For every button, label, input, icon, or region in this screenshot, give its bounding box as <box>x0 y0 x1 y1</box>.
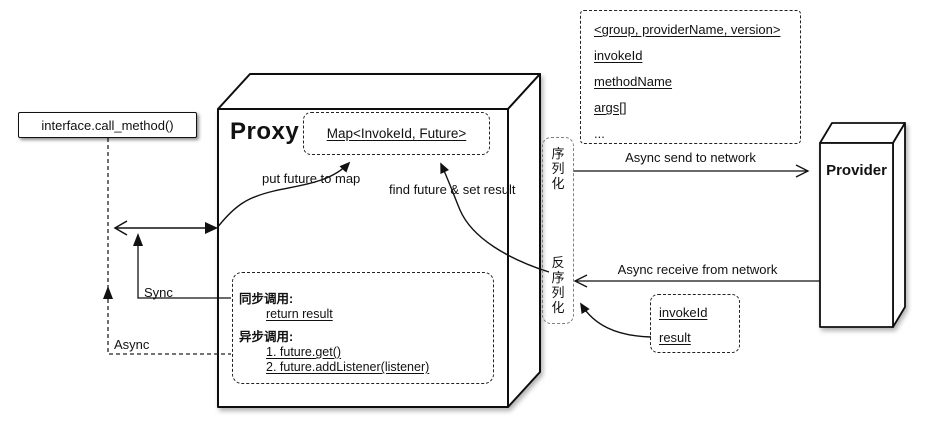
put-future-label: put future to map <box>262 171 361 186</box>
send-arrow <box>573 164 810 178</box>
provider-cuboid <box>819 122 906 328</box>
deserialize-label: 反序列化 <box>551 255 565 315</box>
proxy-title: Proxy <box>230 118 300 145</box>
serialize-label: 序列化 <box>551 146 565 191</box>
send-network-label: Async send to network <box>625 150 756 165</box>
request-field: <group, providerName, version> <box>594 22 781 37</box>
future-map-label: Map<InvokeId, Future> <box>326 126 467 141</box>
request-field: methodName <box>594 74 673 89</box>
request-message-box: <group, providerName, version> invokeId … <box>580 10 801 144</box>
proxy-cuboid <box>217 73 541 408</box>
async-flow-label: Async <box>114 337 150 352</box>
receive-network-label: Async receive from network <box>617 262 778 277</box>
request-field: args[] <box>594 100 627 115</box>
response-message-box: invokeId result <box>650 294 740 353</box>
put-future-arrow <box>216 161 351 229</box>
response-field: result <box>659 330 691 345</box>
request-field: invokeId <box>594 48 643 63</box>
sync-flow-label: Sync <box>144 285 173 300</box>
sync-call-title: 同步调用: <box>239 292 294 306</box>
call-modes-box: 同步调用: return result 异步调用: 1. future.get(… <box>232 272 494 384</box>
future-map-box: Map<InvokeId, Future> <box>303 112 490 155</box>
request-field-ellipsis: ... <box>594 126 605 141</box>
async-up-arrowhead <box>103 286 113 299</box>
receive-arrow <box>573 274 820 288</box>
serialization-box: 序列化 反序列化 <box>542 137 574 324</box>
sync-call-line: return result <box>266 307 333 321</box>
find-future-label: find future & set result <box>389 182 516 197</box>
find-future-arrow <box>440 162 550 273</box>
provider-title: Provider <box>826 162 887 179</box>
caller-box: interface.call_method() <box>18 112 197 138</box>
async-call-line1: 1. future.get() <box>266 345 342 359</box>
caller-lifeline <box>103 138 231 355</box>
double-arrow <box>113 220 218 236</box>
result-arrow <box>580 302 652 338</box>
caller-label: interface.call_method() <box>41 117 174 133</box>
response-field: invokeId <box>659 305 708 320</box>
async-call-line2: 2. future.addListener(listener) <box>266 360 430 374</box>
sync-arrow <box>133 233 231 299</box>
async-call-title: 异步调用: <box>239 330 294 344</box>
